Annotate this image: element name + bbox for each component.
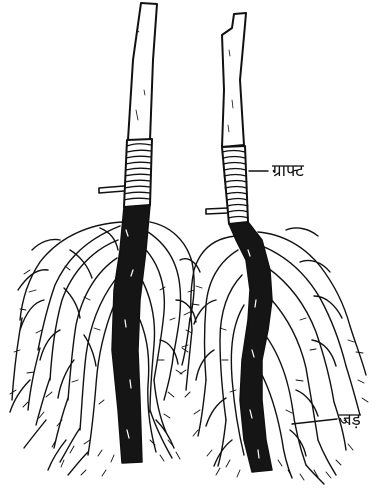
right-roots: [186, 228, 366, 484]
graft-label: ग्राफ्ट: [272, 163, 304, 180]
left-graft-union: [124, 139, 152, 207]
left-roots: [10, 222, 200, 475]
right-root-hairs: [180, 290, 368, 480]
right-rootstock-stem: [229, 222, 272, 472]
right-stub: [206, 208, 228, 214]
root-label: जड़: [339, 412, 361, 429]
left-plant: [10, 3, 202, 476]
left-stub: [99, 186, 124, 193]
left-scion-stem: [128, 3, 157, 140]
right-scion-stem: [222, 13, 246, 147]
